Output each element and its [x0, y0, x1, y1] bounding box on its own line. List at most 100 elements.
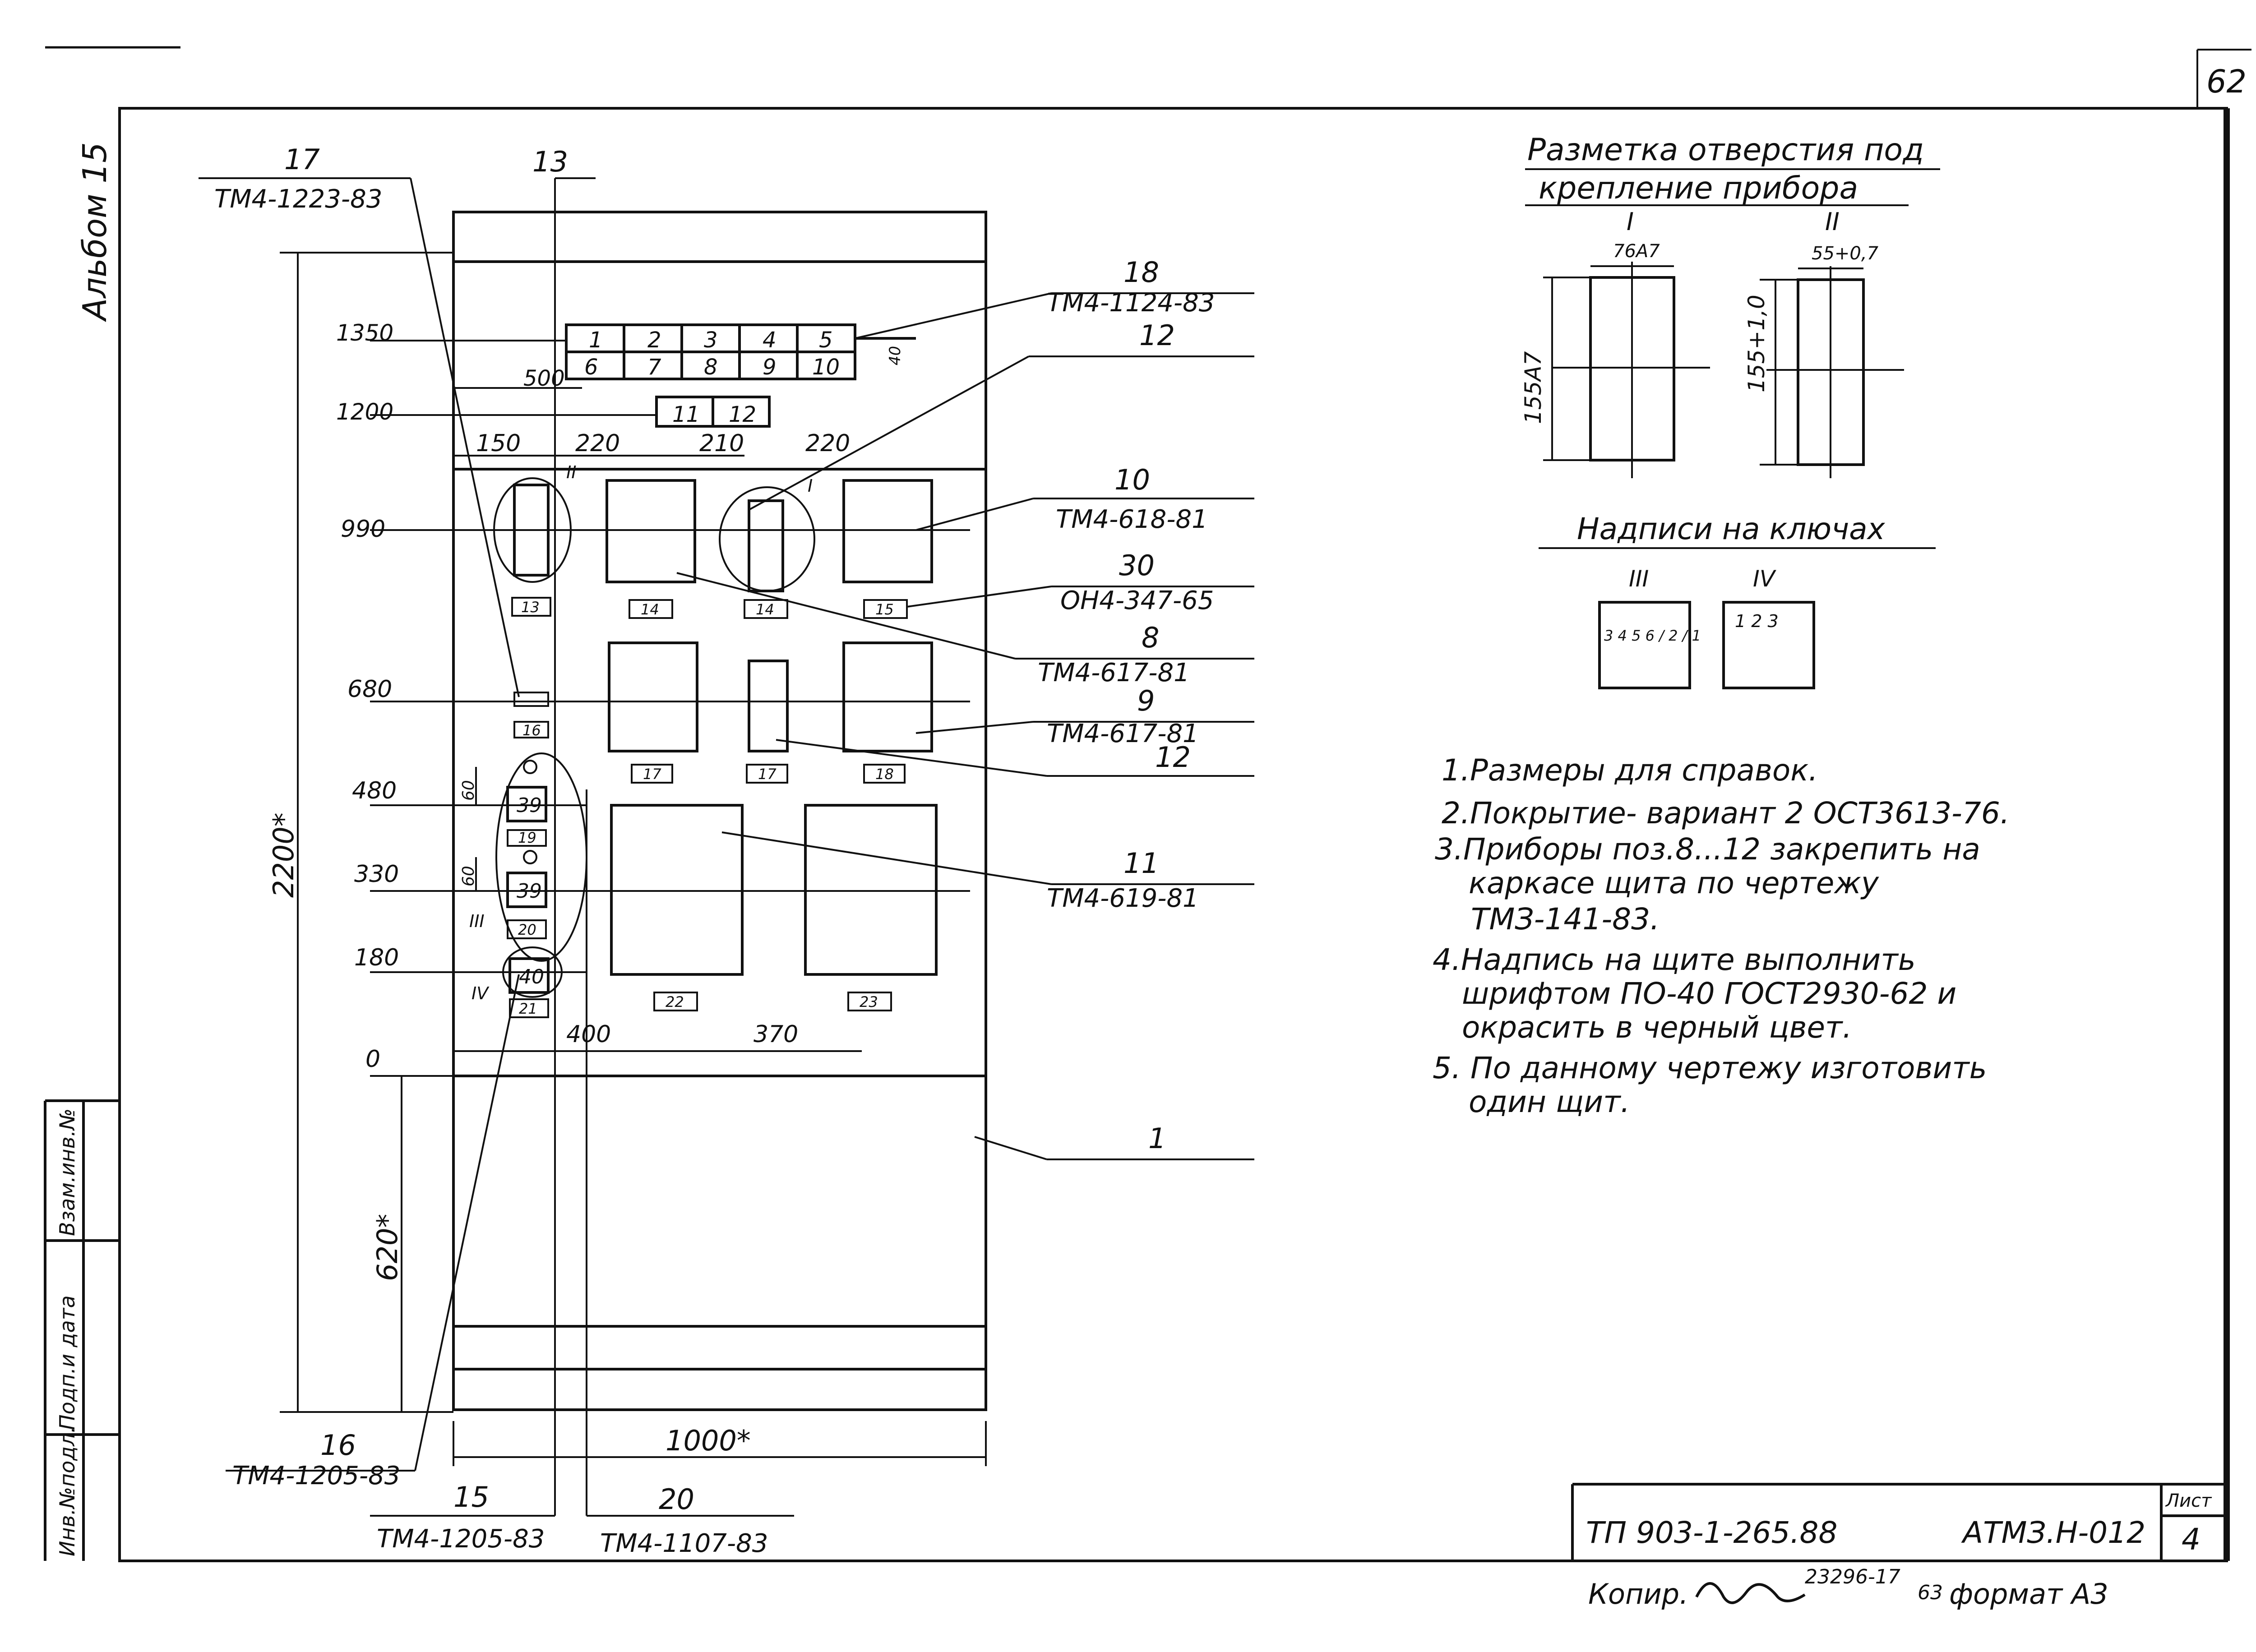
view1-height: 155А7: [1520, 351, 1546, 424]
level-lines: [370, 340, 970, 1077]
signature: [1695, 1582, 1806, 1604]
key1-text: 3 4 5 6 / 2 / 1: [1604, 627, 1701, 644]
key2-label: IV: [1753, 566, 1777, 592]
grid-cell: 7: [647, 355, 661, 380]
level-1200: 1200: [336, 399, 393, 425]
level-0: 0: [365, 1046, 380, 1073]
key2-text: 1 2 3: [1735, 611, 1779, 631]
callout-pos: 11: [1123, 847, 1159, 880]
plate-13: 13: [521, 599, 540, 616]
grid-cell: 1: [589, 328, 603, 353]
callout-pos: 17: [284, 143, 320, 176]
plate-22: 22: [666, 993, 684, 1011]
dim-620: 620*: [371, 1214, 404, 1281]
note-line: каркасе щита по чертежу: [1469, 866, 1879, 900]
plate-14b: 14: [756, 601, 774, 618]
page-number: 62: [2206, 63, 2247, 100]
note-line: один щит.: [1469, 1084, 1630, 1119]
note-line: окрасить в черный цвет.: [1462, 1010, 1852, 1045]
plate-14a: 14: [641, 601, 659, 618]
callout-pos: 13: [532, 145, 568, 178]
grid-cell: 2: [647, 328, 661, 353]
nameplate-grid: [565, 323, 916, 428]
callout-pos: 10: [1114, 463, 1150, 496]
key1-label: III: [1629, 566, 1649, 592]
marking-view-1: [1543, 262, 1710, 478]
plate-19: 19: [518, 829, 536, 846]
plate-17a: 17: [643, 766, 661, 783]
doc-code: АТМЗ.Н-012: [1961, 1515, 2145, 1550]
dim-370: 370: [754, 1021, 798, 1048]
leader-lines: [199, 177, 1254, 1517]
stamp-replace: Взам.инв.№: [55, 1108, 79, 1236]
view1-width: 76А7: [1613, 241, 1660, 262]
grid-cell: 4: [763, 328, 777, 353]
callout-pos: 18: [1123, 256, 1159, 289]
marking-view-2: [1760, 266, 1904, 478]
level-480: 480: [352, 777, 397, 804]
callout-pos: 20: [659, 1483, 694, 1516]
marking-title-1: Разметка отверстия под: [1527, 132, 1924, 168]
marker-III: III: [469, 911, 485, 931]
callout-code: ТМ4-618-81: [1056, 505, 1208, 534]
dim-60b: 60: [459, 866, 478, 886]
dim-1000: 1000*: [666, 1424, 751, 1457]
dim-210: 210: [699, 430, 744, 457]
dim-150: 150: [476, 430, 521, 457]
sheet-number: 4: [2182, 1522, 2201, 1557]
grid-cell: 9: [763, 355, 777, 380]
view2-width: 55+0,7: [1812, 243, 1879, 264]
plate-21: 21: [519, 1000, 537, 1017]
footer-copy: Копир.: [1588, 1578, 1688, 1610]
plate-16: 16: [522, 722, 541, 739]
plate-40: 40: [519, 965, 544, 988]
instrument-row-2: [513, 641, 933, 784]
callout-code: ТМ4-1205-83: [377, 1524, 545, 1554]
grid-side: 40: [886, 346, 904, 365]
callout-pos: 12: [1139, 319, 1175, 352]
callout-pos: 15: [453, 1481, 489, 1514]
plate-39a: 39: [517, 794, 542, 817]
plate-20: 20: [518, 921, 536, 938]
marker-I: I: [808, 476, 813, 496]
grid-cell: 11: [672, 402, 700, 427]
grid-cell: 10: [812, 355, 840, 380]
side-stamp: [44, 1099, 120, 1561]
marker-II: II: [566, 462, 576, 482]
grid-cell: 5: [819, 328, 833, 353]
callout-code: ТМ4-1107-83: [600, 1529, 768, 1558]
callout-code: ОН4-347-65: [1060, 586, 1214, 615]
plate-18: 18: [875, 766, 894, 783]
view1-label: I: [1627, 208, 1634, 236]
level-990: 990: [341, 516, 385, 543]
doc-number: ТП 903-1-265.88: [1586, 1515, 1837, 1550]
level-180: 180: [354, 944, 399, 971]
callout-code: ТМ4-1205-83: [232, 1461, 400, 1490]
album-label: Альбом 15: [76, 142, 114, 322]
dim-220a: 220: [575, 430, 620, 457]
callout-pos: 9: [1137, 684, 1155, 717]
note-line: ТМЗ-141-83.: [1471, 902, 1660, 937]
key-plates: [1598, 601, 1815, 689]
instrument-row-3: [610, 804, 938, 1011]
callout-code: ТМ4-1124-83: [1047, 288, 1215, 318]
callout-code: ТМ4-617-81: [1038, 658, 1190, 688]
level-1350: 1350: [336, 320, 393, 346]
dim-60a: 60: [459, 780, 478, 801]
callout-code: ТМ4-1223-83: [214, 185, 382, 214]
level-330: 330: [354, 861, 399, 888]
note-line: 4.Надпись на щите выполнить: [1433, 942, 1916, 977]
callout-pos: 8: [1142, 621, 1159, 654]
dimension-lines: [280, 252, 987, 1466]
marking-title-2: крепление прибора: [1539, 171, 1858, 206]
grid-cell: 3: [704, 328, 718, 353]
sheet-label: Лист: [2165, 1490, 2212, 1511]
dim-220b: 220: [805, 430, 850, 457]
stamp-sign: Подп.и дата: [55, 1295, 79, 1430]
keys-title: Надписи на ключах: [1577, 512, 1886, 546]
footer-num: 23296-17: [1805, 1565, 1900, 1588]
grid-cell: 12: [729, 402, 756, 427]
view2-height: 155+1,0: [1743, 295, 1770, 392]
dim-400: 400: [566, 1021, 611, 1048]
